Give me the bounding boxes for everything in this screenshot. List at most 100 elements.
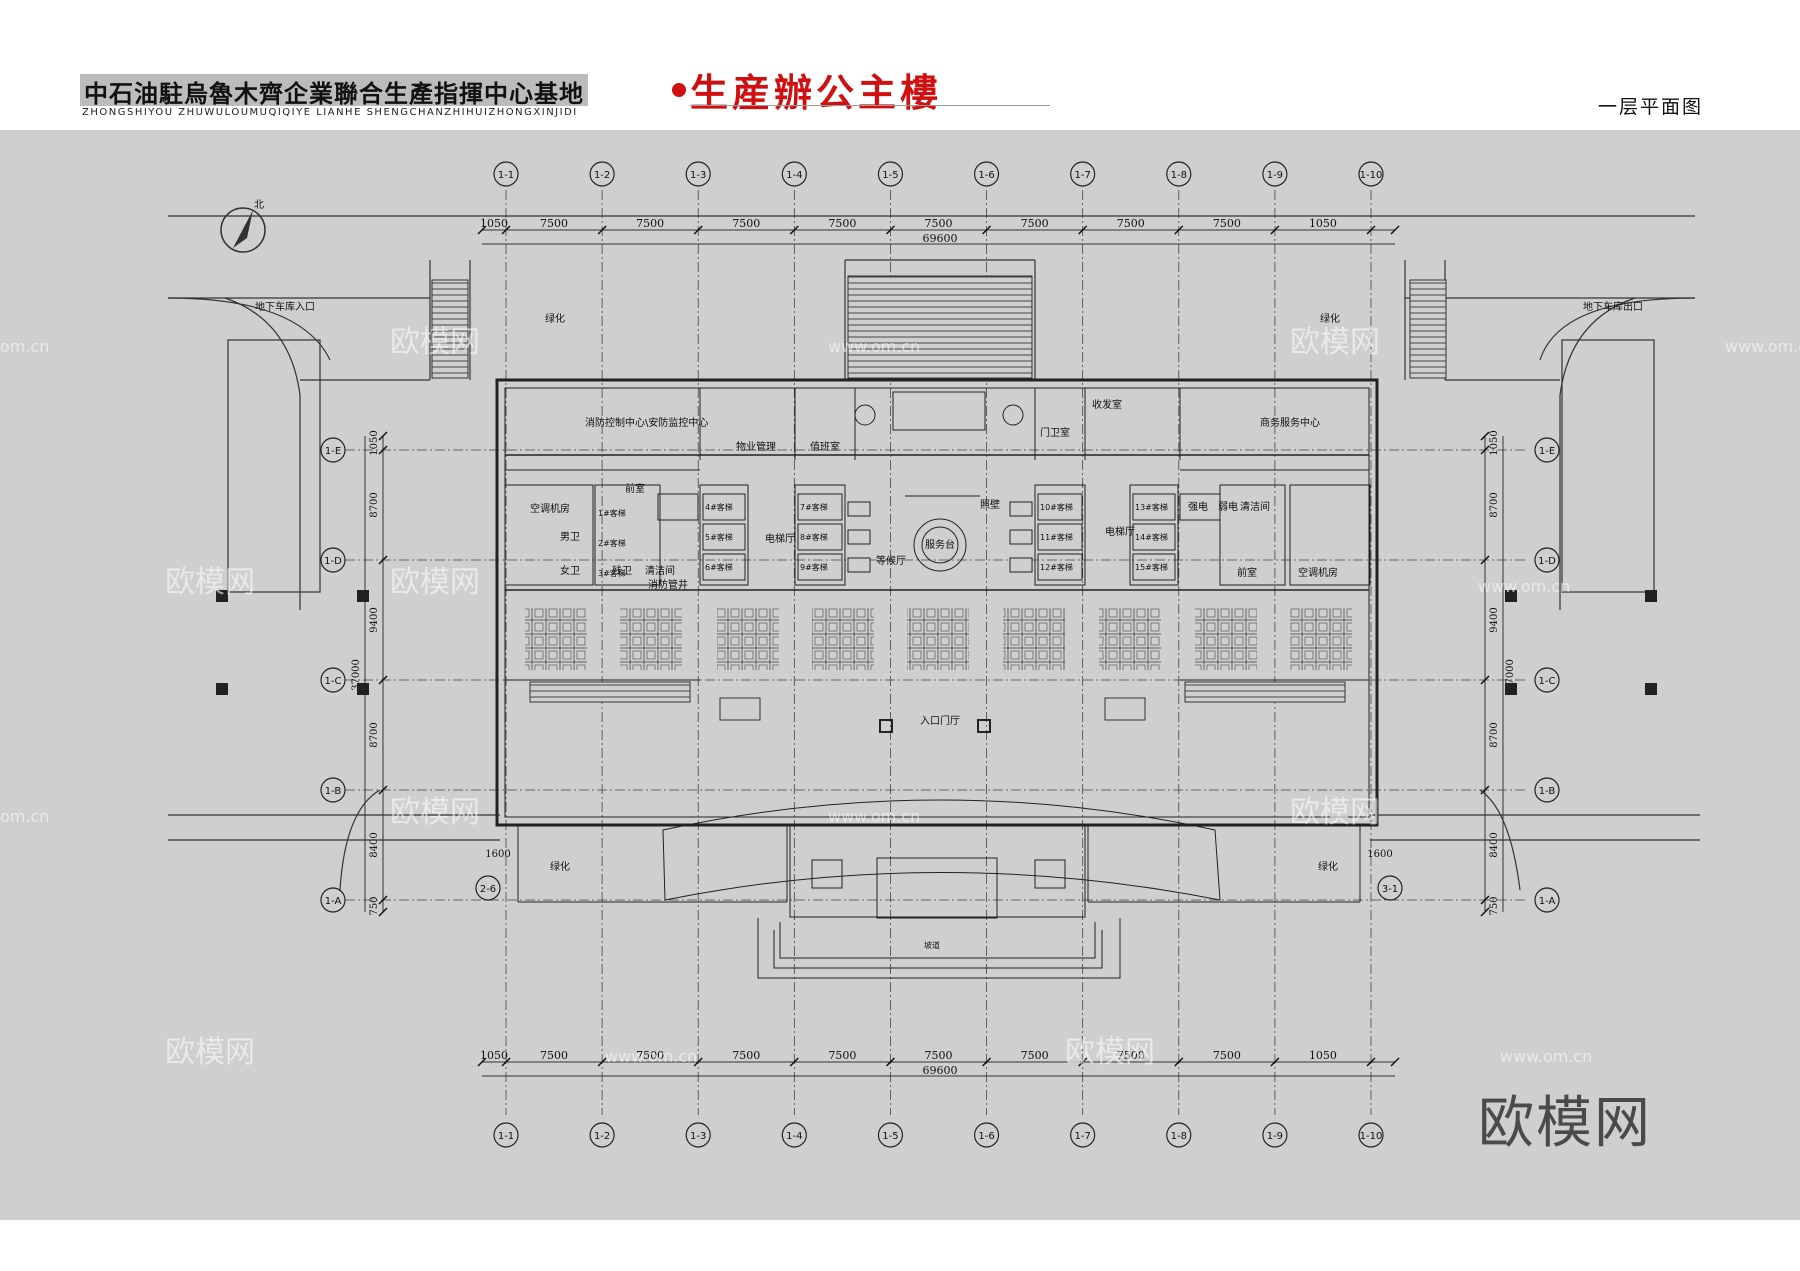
axis-bubble-1-3-bottom: 1-3: [685, 1122, 711, 1148]
axis-bubble-2-6: 2-6: [475, 875, 501, 901]
svg-text:www.om.cn: www.om.cn: [828, 337, 920, 356]
svg-text:1-10: 1-10: [1360, 1131, 1383, 1142]
axis-grid: 1-11-11-21-21-31-31-41-41-51-51-61-61-71…: [320, 161, 1560, 1148]
elevator-labels: 1#客梯 2#客梯 3#客梯 4#客梯 5#客梯 6#客梯 7#客梯 8#客梯 …: [598, 502, 1168, 578]
axis-bubble-1-9-top: 1-9: [1262, 161, 1288, 187]
dimension-side-offset: 1600: [485, 849, 510, 860]
room-guard: 门卫室: [1040, 426, 1070, 439]
watermark-brand-large: 欧模网: [1478, 1091, 1652, 1156]
room-labels: 消防控制中心\安防监控中心 物业管理 值班室 门卫室 收发室 商务服务中心 空调…: [254, 199, 1643, 950]
lobby-seating: [847, 404, 1033, 573]
axis-bubble-1-7-top: 1-7: [1070, 161, 1096, 187]
axis-bubble-1-2-top: 1-2: [589, 161, 615, 187]
svg-text:7500: 7500: [925, 1049, 953, 1062]
svg-text:1050: 1050: [480, 217, 508, 230]
axis-bubble-1-E-right: 1-E: [1534, 437, 1560, 463]
svg-text:7500: 7500: [540, 1049, 568, 1062]
svg-text:1-3: 1-3: [690, 170, 706, 181]
room-mail: 收发室: [1092, 398, 1122, 411]
axis-bubble-1-B-right: 1-B: [1534, 777, 1560, 803]
green-bottom-left: 绿化: [550, 860, 570, 873]
svg-text:7500: 7500: [732, 1049, 760, 1062]
svg-text:1-B: 1-B: [325, 786, 342, 797]
axis-bubble-1-C-right: 1-C: [1534, 667, 1560, 693]
axis-bubble-1-10-bottom: 1-10: [1358, 1122, 1384, 1148]
green-top-right: 绿化: [1320, 312, 1340, 325]
svg-text:1-A: 1-A: [1539, 896, 1556, 907]
svg-text:1050: 1050: [369, 430, 380, 455]
watermarks: 欧模网 欧模网 欧模网 欧模网 欧模网 欧模网 欧模网 欧模网 www.om.c…: [0, 325, 1800, 1070]
axis-bubble-1-5-bottom: 1-5: [877, 1122, 904, 1148]
svg-text:750: 750: [1489, 896, 1500, 915]
svg-text:7500: 7500: [636, 1049, 664, 1062]
project-title: 中石油駐烏魯木齊企業聯合生產指揮中心基地: [80, 74, 588, 108]
floor-plan-drawing: 1-11-11-21-21-31-31-41-41-51-51-61-61-71…: [0, 161, 1800, 1148]
ramp-label: 坡道: [924, 940, 940, 950]
room-ac-left: 空调机房: [530, 502, 570, 515]
svg-text:1-1: 1-1: [498, 170, 514, 181]
axis-bubble-1-4-bottom: 1-4: [781, 1122, 807, 1148]
svg-text:1-4: 1-4: [786, 1131, 802, 1142]
axis-bubble-1-9-bottom: 1-9: [1262, 1122, 1288, 1148]
axis-bubble-1-E-left: 1-E: [320, 437, 346, 463]
svg-text:1-C: 1-C: [1539, 676, 1556, 687]
svg-text:1-E: 1-E: [325, 446, 341, 457]
svg-text:8400: 8400: [369, 832, 380, 857]
svg-text:7500: 7500: [636, 217, 664, 230]
axis-bubble-1-2-bottom: 1-2: [589, 1122, 615, 1148]
svg-text:欧模网: 欧模网: [165, 1035, 255, 1070]
svg-text:om.cn: om.cn: [0, 807, 49, 826]
room-fire-shaft: 消防管井: [648, 578, 688, 591]
svg-text:1-A: 1-A: [325, 896, 342, 907]
svg-text:10#客梯: 10#客梯: [1040, 502, 1073, 512]
svg-text:9400: 9400: [369, 607, 380, 632]
svg-text:1-8: 1-8: [1171, 170, 1187, 181]
room-business-center: 商务服务中心: [1260, 416, 1320, 429]
svg-text:欧模网: 欧模网: [390, 565, 480, 600]
svg-text:69600: 69600: [923, 1064, 958, 1077]
building-title: 生産辦公主樓: [690, 70, 943, 115]
svg-text:1-2: 1-2: [594, 170, 610, 181]
room-female-wc: 女卫: [560, 564, 580, 577]
svg-text:8400: 8400: [1489, 832, 1500, 857]
svg-text:1#客梯: 1#客梯: [598, 508, 626, 518]
svg-text:www.om.cn: www.om.cn: [1725, 337, 1800, 356]
svg-text:1-D: 1-D: [1538, 556, 1556, 567]
svg-text:37000: 37000: [351, 659, 362, 691]
green-bottom-right: 绿化: [1318, 860, 1338, 873]
svg-text:7500: 7500: [828, 217, 856, 230]
svg-text:3#客梯: 3#客梯: [598, 568, 626, 578]
room-elevator-hall-left: 电梯厅: [765, 532, 795, 545]
axis-bubble-1-8-top: 1-8: [1166, 161, 1192, 187]
svg-text:1-8: 1-8: [1171, 1131, 1187, 1142]
svg-text:1050: 1050: [1309, 217, 1337, 230]
svg-text:69600: 69600: [923, 232, 958, 245]
svg-text:12#客梯: 12#客梯: [1040, 562, 1073, 572]
floor-tiling: [525, 608, 1352, 733]
green-top-left: 绿化: [545, 312, 565, 325]
room-weak-current: 弱电: [1218, 500, 1238, 513]
svg-text:5#客梯: 5#客梯: [705, 532, 733, 542]
svg-text:2-6: 2-6: [480, 884, 496, 895]
dimension-side-offset: 1600: [1367, 849, 1392, 860]
room-lobby-left: 前室: [625, 482, 645, 495]
watermark-brand-top: 欧模网: [1068, 104, 1147, 134]
svg-text:37000: 37000: [1505, 659, 1516, 691]
svg-text:1-D: 1-D: [324, 556, 342, 567]
axis-bubble-1-B-left: 1-B: [320, 777, 346, 803]
svg-text:1-6: 1-6: [978, 1131, 994, 1142]
svg-text:1050: 1050: [1489, 430, 1500, 455]
title-block: 中石油駐烏魯木齊企業聯合生產指揮中心基地 生産辦公主樓 ZHONGSHIYOU …: [0, 0, 1800, 134]
axis-bubble-1-1-top: 1-1: [493, 161, 519, 187]
svg-text:www.om.cn: www.om.cn: [1478, 577, 1570, 596]
axis-bubble-1-4-top: 1-4: [781, 161, 807, 187]
axis-bubble-1-1-bottom: 1-1: [493, 1122, 519, 1148]
svg-text:8700: 8700: [1489, 492, 1500, 517]
ramp-stairs: [431, 275, 1447, 379]
axis-bubble-3-1: 3-1: [1377, 875, 1403, 901]
svg-text:6#客梯: 6#客梯: [705, 562, 733, 572]
room-disabled-wc: 残卫: [612, 564, 632, 577]
room-service-desk: 服务台: [925, 538, 955, 551]
